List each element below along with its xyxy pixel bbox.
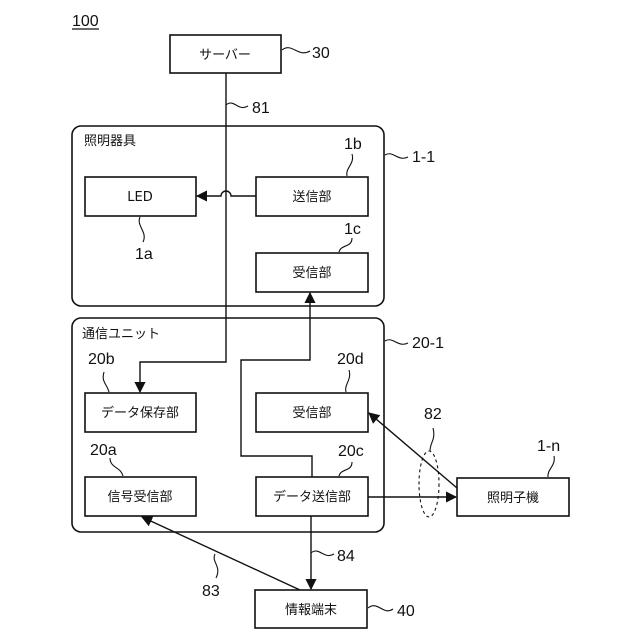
- server-ref-leader: [282, 48, 310, 53]
- signal-receiver-label: 信号受信部: [107, 490, 172, 505]
- comm-unit-ref-leader: [385, 340, 408, 344]
- child-light-ref-leader: [548, 456, 554, 477]
- child-light-label: 照明子機: [487, 491, 539, 506]
- data-transmitter-ref: 20c: [338, 443, 364, 460]
- lighting-fixture-ref: 1-1: [412, 149, 435, 166]
- fixture-receiver-ref: 1c: [344, 221, 361, 238]
- data-storage-ref: 20b: [88, 351, 115, 368]
- lighting-fixture-title: 照明器具: [84, 134, 136, 149]
- child-light-ref: 1-n: [537, 438, 560, 455]
- unit-receiver-ref: 20d: [337, 351, 364, 368]
- unit-to-terminal-ref: 84: [337, 548, 355, 565]
- terminal-to-signal-ref: 83: [202, 583, 220, 600]
- data-storage-label: データ保存部: [101, 405, 179, 421]
- info-terminal-ref-leader: [368, 606, 393, 611]
- wireless-link-ellipse: [419, 451, 439, 517]
- wireless-ref-leader: [430, 428, 434, 451]
- fixture-transmitter-ref: 1b: [344, 136, 362, 153]
- wireless-ref: 82: [424, 406, 442, 423]
- lighting-fixture-ref-leader: [385, 154, 408, 158]
- unit-to-terminal-ref-leader: [311, 551, 334, 556]
- comm-unit-title: 通信ユニット: [82, 327, 160, 342]
- system-ref: 100: [72, 13, 99, 30]
- server-label: サーバー: [199, 48, 251, 63]
- unit-receiver-label: 受信部: [292, 406, 331, 421]
- server-link-ref-leader: [226, 103, 248, 108]
- server-link-ref: 81: [252, 100, 270, 117]
- data-transmitter-label: データ送信部: [273, 489, 351, 505]
- fixture-receiver-label: 受信部: [292, 266, 331, 281]
- terminal-to-signal-ref-leader: [214, 554, 218, 578]
- led-ref: 1a: [135, 246, 153, 263]
- led-label: LED: [127, 190, 152, 205]
- signal-receiver-ref: 20a: [90, 442, 117, 459]
- comm-unit-ref: 20-1: [412, 335, 444, 352]
- info-terminal-ref: 40: [397, 603, 415, 620]
- server-ref: 30: [312, 45, 330, 62]
- fixture-transmitter-label: 送信部: [292, 190, 331, 205]
- info-terminal-label: 情報端末: [285, 603, 337, 618]
